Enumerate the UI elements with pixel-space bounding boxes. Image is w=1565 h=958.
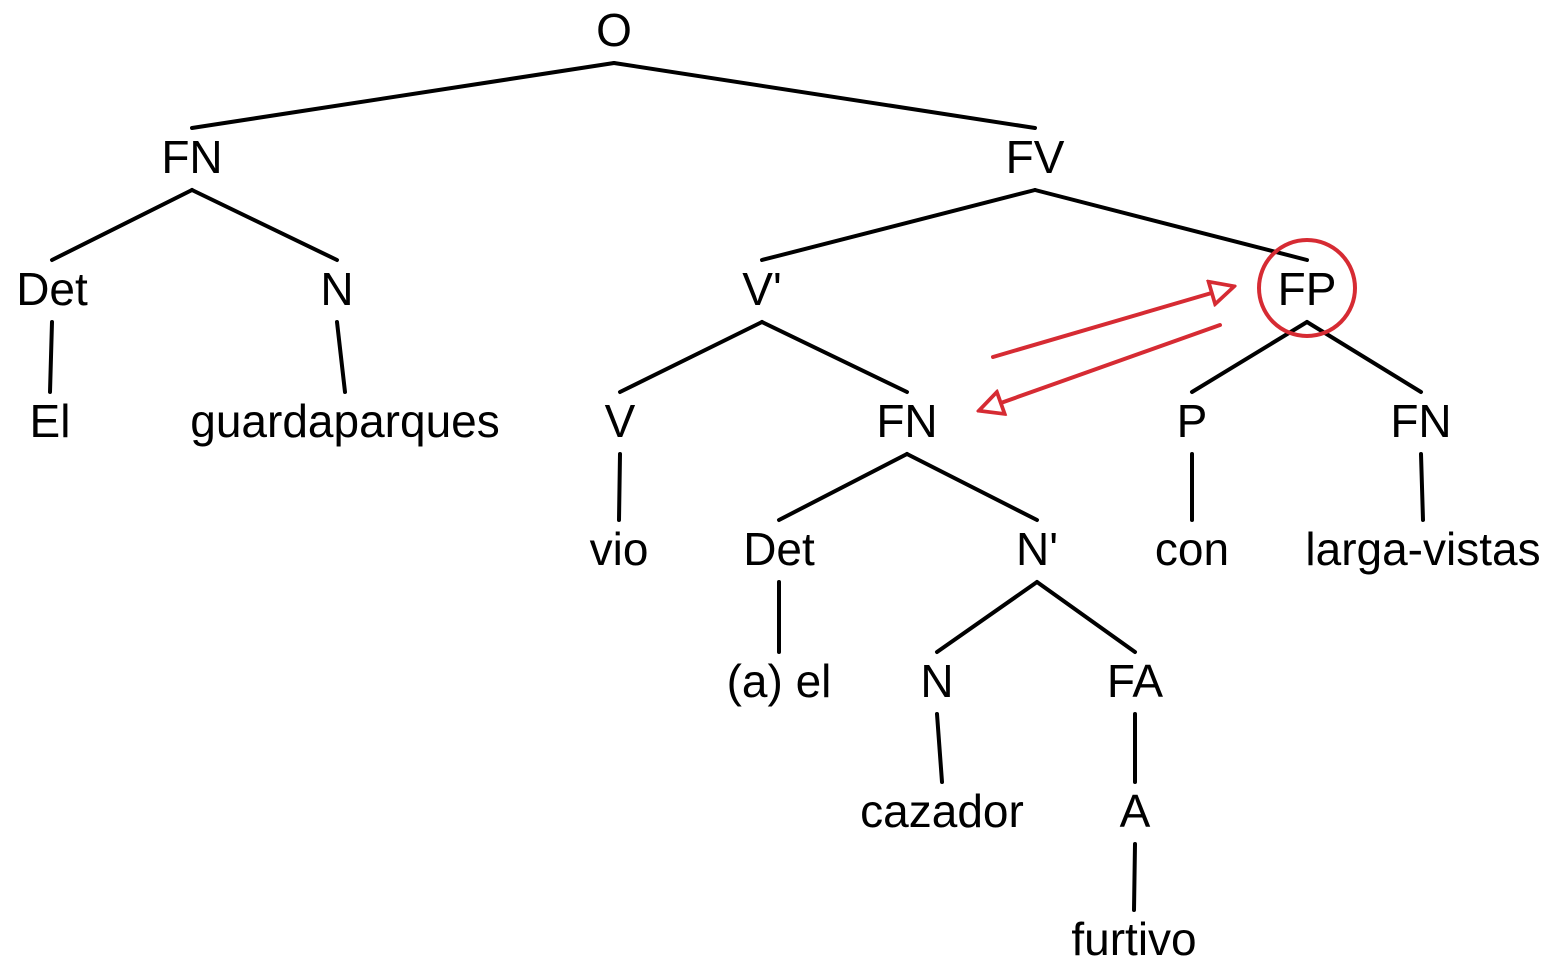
tree-branches bbox=[48, 61, 1425, 912]
node-v-bar: V' bbox=[742, 263, 781, 315]
branch-fn-subject-to-det-subject bbox=[50, 188, 194, 262]
node-a: A bbox=[1120, 785, 1151, 837]
node-o: O bbox=[596, 4, 632, 56]
branch-fn-subject-to-n-subject bbox=[190, 188, 339, 262]
branch-n-subject-to-word-guardaparques bbox=[335, 320, 347, 394]
node-fn-pp: FN bbox=[1390, 395, 1451, 447]
branch-fv-to-fp bbox=[1033, 188, 1309, 262]
branch-fv-to-v-bar bbox=[760, 188, 1037, 262]
branch-v-bar-to-fn-object bbox=[760, 320, 909, 394]
node-word-con: con bbox=[1155, 523, 1229, 575]
branch-a-to-word-furtivo bbox=[1132, 842, 1137, 912]
highlight-annotations bbox=[981, 238, 1357, 410]
node-word-larga-vistas: larga-vistas bbox=[1305, 523, 1540, 575]
branch-v-bar-to-v bbox=[618, 320, 764, 394]
node-v: V bbox=[605, 395, 636, 447]
node-word-furtivo: furtivo bbox=[1071, 913, 1196, 958]
node-fv: FV bbox=[1006, 131, 1065, 183]
highlight-circle-fp bbox=[1257, 238, 1357, 338]
node-word-vio: vio bbox=[590, 523, 649, 575]
branch-fn-object-to-n-bar bbox=[905, 452, 1039, 522]
branch-fn-object-to-det-object bbox=[777, 452, 909, 522]
branch-v-to-word-vio bbox=[617, 452, 622, 522]
node-n-bar: N' bbox=[1016, 523, 1058, 575]
node-fn-subject: FN bbox=[161, 131, 222, 183]
node-word-guardaparques: guardaparques bbox=[190, 395, 499, 447]
node-n-subject: N bbox=[320, 263, 353, 315]
node-fp: FP bbox=[1278, 263, 1337, 315]
node-n-object: N bbox=[920, 655, 953, 707]
branch-o-to-fv bbox=[612, 61, 1037, 130]
branch-fn-pp-to-word-larga-vistas bbox=[1419, 452, 1425, 522]
branch-det-subject-to-word-el bbox=[48, 320, 54, 394]
arrow-fn-object-to-fp bbox=[991, 287, 1232, 359]
node-word-a-el: (a) el bbox=[727, 655, 832, 707]
node-fn-object: FN bbox=[876, 395, 937, 447]
branch-n-bar-to-n-object bbox=[935, 580, 1039, 654]
node-word-cazador: cazador bbox=[860, 785, 1024, 837]
node-det-object: Det bbox=[743, 523, 815, 575]
node-p: P bbox=[1177, 395, 1208, 447]
branch-n-bar-to-fa bbox=[1035, 580, 1137, 654]
arrow-fp-to-fn-object bbox=[981, 323, 1222, 410]
branch-n-object-to-word-cazador bbox=[935, 712, 944, 784]
node-fa: FA bbox=[1107, 655, 1164, 707]
node-word-el: El bbox=[30, 395, 71, 447]
branch-o-to-fn-subject bbox=[190, 61, 616, 130]
node-det-subject: Det bbox=[16, 263, 88, 315]
